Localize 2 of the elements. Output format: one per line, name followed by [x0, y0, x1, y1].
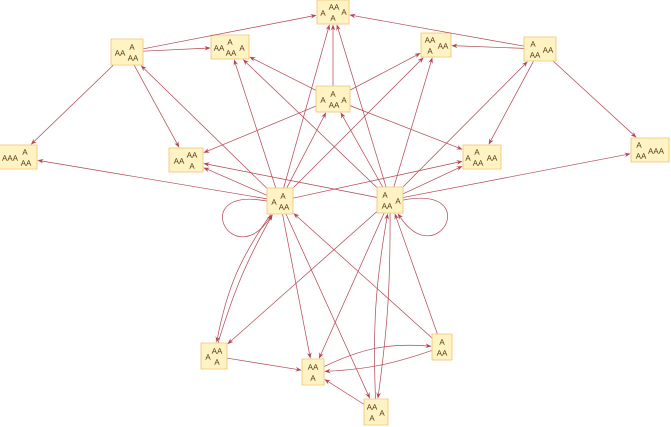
arrow	[222, 198, 272, 238]
arrow	[398, 198, 448, 236]
